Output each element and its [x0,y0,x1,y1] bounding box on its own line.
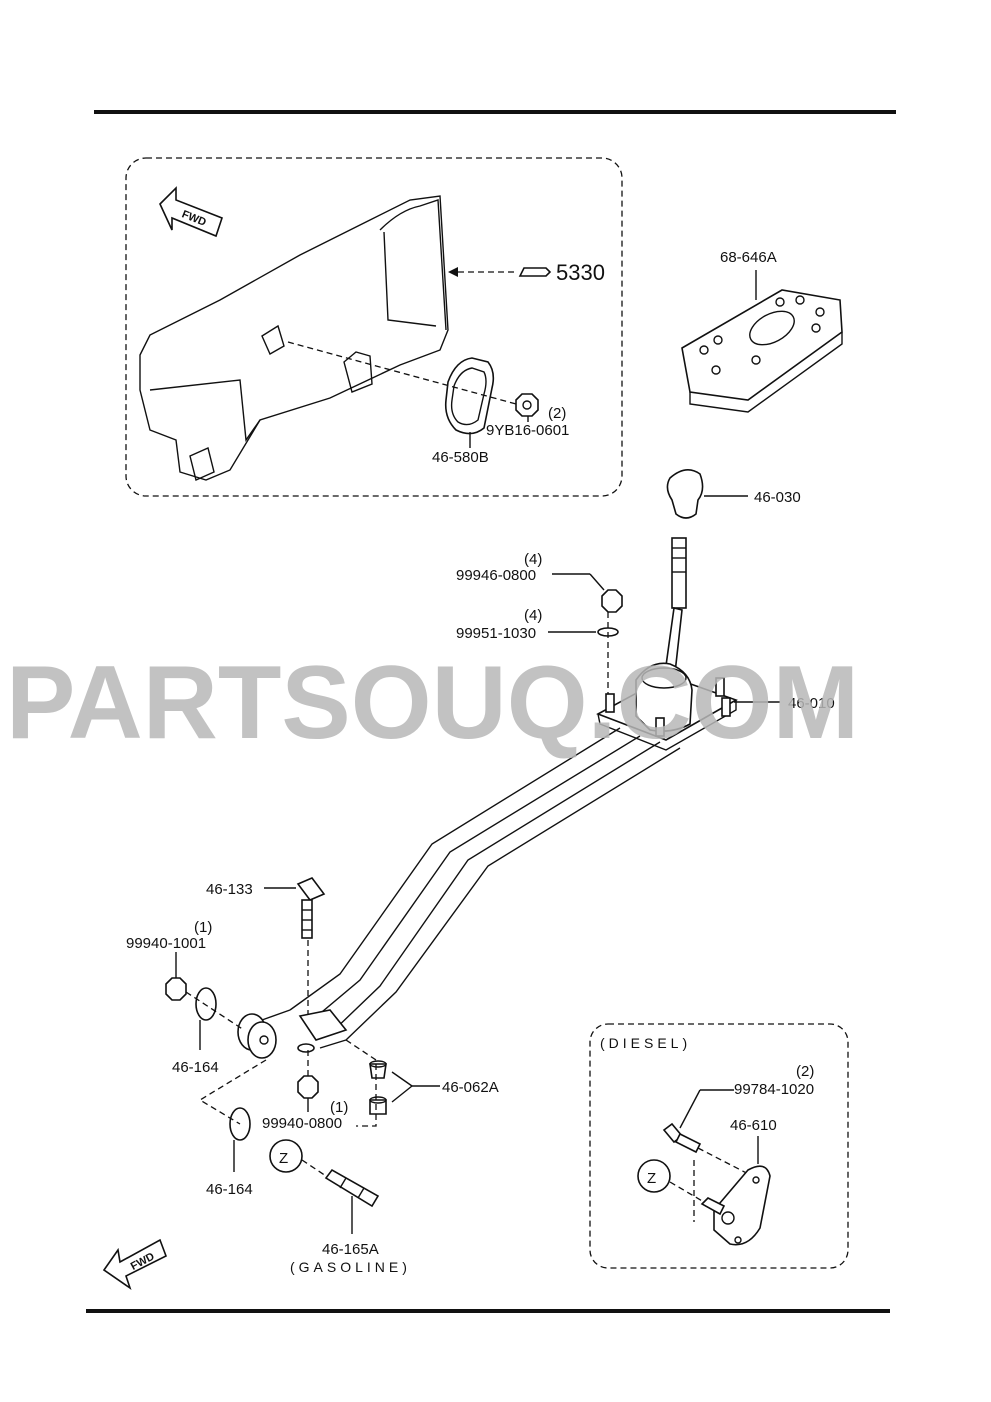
washer-46-164-left: 46-164 [172,987,219,1076]
shift-knob-46-030: 46-030 [666,469,801,519]
inset-diesel: (DIESEL) (2) 99784-1020 46-610 Z [589,1023,849,1269]
part-46-580B-label: 46-580B [432,449,489,466]
part-68-646A-label: 68-646A [720,249,777,266]
inset-top-frame [125,157,623,497]
diesel-z-marker: Z [637,1159,671,1193]
fwd-arrow-icon: FWD [159,186,223,238]
washer-46-164-bottom: 46-164 [206,1107,253,1198]
part-99940-0800-qty: (1) [330,1099,348,1116]
part-99940-0800-label: 99940-0800 [262,1115,342,1132]
part-9YB16-0601-label: 9YB16-0601 [486,422,569,439]
part-99940-1001-label: 99940-1001 [126,935,206,952]
part-99784-1020-label: 99784-1020 [734,1081,814,1098]
part-46-010-label: 46-010 [788,695,835,712]
diesel-z-label: Z [647,1170,656,1187]
bracket-washer [297,1043,315,1053]
bolt-46-133: 46-133 [206,877,326,939]
inset-diesel-frame [589,1023,849,1269]
part-99946-qty: (4) [524,551,542,568]
bolt-99784-1020 [662,1122,702,1154]
part-9YB16-qty: (2) [548,405,566,422]
inset-top: FWD 5330 46-580B ( [125,157,623,497]
shifter-base-46-010: 46-010 [596,662,835,751]
part-46-133-label: 46-133 [206,881,253,898]
nut-9yb16 [515,393,539,417]
nut-99946-0800 [601,589,623,613]
nut-99940-1001: (1) 99940-1001 [126,919,212,1001]
bracket-46-610 [713,1165,771,1246]
shift-rod [261,727,681,1049]
plate-68-646A: 68-646A [681,249,843,413]
fwd-bottom-label: FWD [129,1250,157,1272]
watermark: PARTSOUQ.COM [6,645,859,761]
part-99951-qty: (4) [524,607,542,624]
detail-z-label: Z [279,1150,288,1167]
part-99940-1001-qty: (1) [194,919,212,936]
part-46-610-label: 46-610 [730,1117,777,1134]
nut-99940-0800: (1) 99940-0800 [262,1075,348,1132]
part-99951-1030-label: 99951-1030 [456,625,536,642]
part-99946-0800-label: 99946-0800 [456,567,536,584]
part-46-062A-label: 46-062A [442,1079,499,1096]
stud-46-165A: 46-165A (GASOLINE) [290,1168,411,1275]
diesel-title: (DIESEL) [600,1035,691,1051]
floor-panel [139,195,449,481]
part-99784-qty: (2) [796,1063,814,1080]
ref-5330-icon [518,267,552,277]
boot-plate-46-580B [444,357,495,435]
diesel-stud [700,1197,726,1216]
bushing-46-062A: 46-062A [345,1039,499,1127]
part-46-030-label: 46-030 [754,489,801,506]
fwd-arrow-bottom-icon: FWD [102,1238,168,1291]
ref-5330-label: 5330 [556,260,605,285]
part-46-165A-label: 46-165A [322,1241,379,1258]
rod-end-bushing [237,1013,277,1059]
detail-z-marker: Z [269,1139,303,1173]
part-46-164-left-label: 46-164 [172,1059,219,1076]
part-46-165A-note: (GASOLINE) [290,1259,411,1275]
part-46-164-bottom-label: 46-164 [206,1181,253,1198]
rod-bracket [298,1009,348,1041]
